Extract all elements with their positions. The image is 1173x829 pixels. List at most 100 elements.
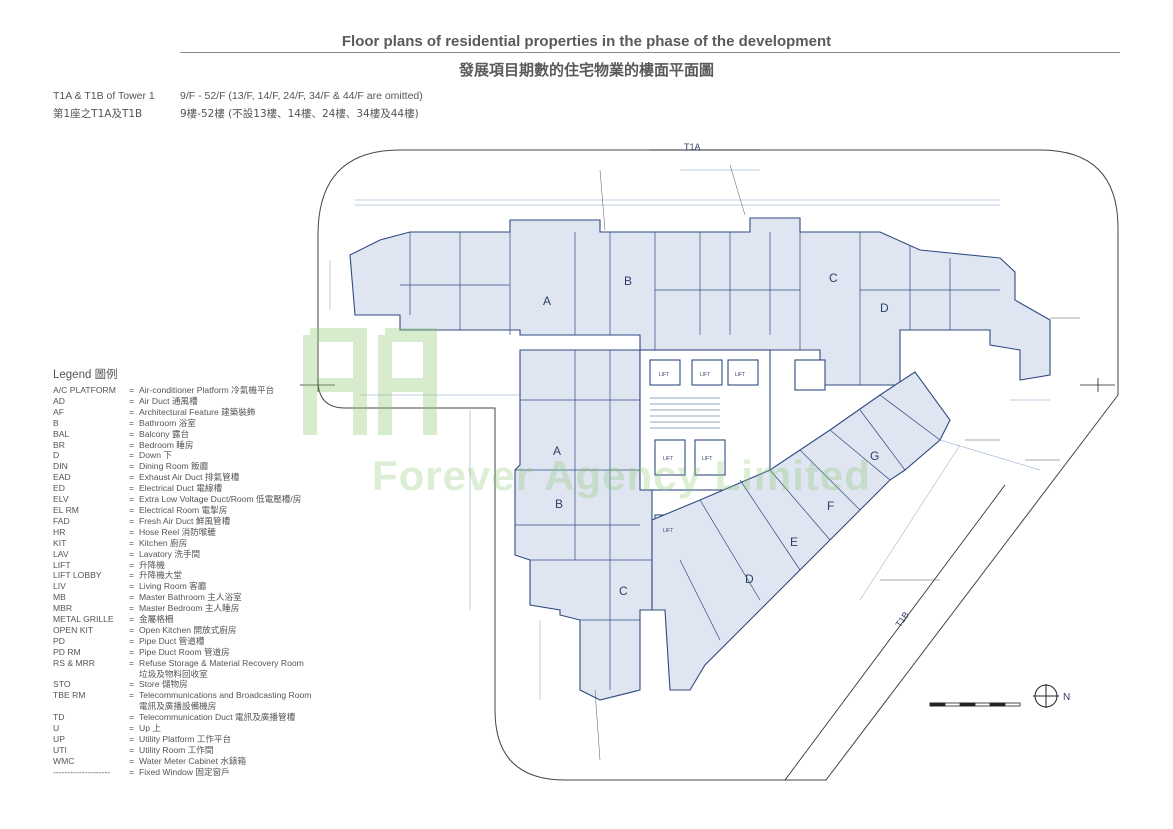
legend-abbreviation: OPEN KIT <box>53 624 94 635</box>
legend-equals: = <box>129 395 135 406</box>
legend-description: Refuse Storage & Material Recovery Room <box>139 657 304 668</box>
legend-row: 垃圾及物料回收室 <box>53 669 311 680</box>
legend-abbreviation: WMC <box>53 755 75 766</box>
legend-description: Extra Low Voltage Duct/Room 低電壓槽/房 <box>139 494 302 505</box>
tower-label-en: T1A & T1B of Tower 1 <box>53 90 155 102</box>
legend-abbreviation: MB <box>53 592 66 603</box>
legend-abbreviation: A/C PLATFORM <box>53 385 116 395</box>
legend-row: FAD=Fresh Air Duct 鮮風管槽 <box>53 516 311 527</box>
legend-equals: = <box>129 657 135 668</box>
floors-label-zh: 9樓-52樓 (不設13樓、14樓、24樓、34樓及44樓) <box>180 108 419 120</box>
legend-description: Kitchen 廚房 <box>139 537 188 548</box>
legend-equals: = <box>129 537 135 548</box>
legend-equals <box>129 701 139 712</box>
legend-equals: = <box>129 635 135 646</box>
unit-label-t1b-g: G <box>870 449 879 463</box>
legend-row: EAD=Exhaust Air Duct 排氣管槽 <box>53 472 311 483</box>
legend-row: AF=Architectural Feature 建築裝飾 <box>53 407 311 418</box>
legend-abbreviation: LIV <box>53 581 66 592</box>
legend-equals: = <box>129 559 135 570</box>
legend-row: B = Bathroom 浴室 <box>53 418 311 429</box>
legend-row: UP=Utility Platform 工作平台 <box>53 734 311 745</box>
legend-abbreviation: PD RM <box>53 646 81 657</box>
legend-description: Bathroom 浴室 <box>139 417 196 428</box>
legend-row: LIFT=升降機 <box>53 560 311 571</box>
legend-abbreviation: PD <box>53 635 65 646</box>
legend-abbreviation: -------------------- <box>53 766 111 777</box>
legend-row: UTI=Utility Room 工作間 <box>53 745 311 756</box>
legend-abbreviation: TBE RM <box>53 690 86 701</box>
legend-row: 電訊及廣播設備機房 <box>53 701 311 712</box>
legend-description: Fresh Air Duct 鮮風管槽 <box>139 515 231 526</box>
lift-label: LIFT <box>663 528 673 534</box>
legend-description: Pipe Duct Room 管道房 <box>139 646 230 657</box>
legend-equals: = <box>129 570 135 581</box>
lift-label: LIFT <box>659 372 669 378</box>
legend-row: MB=Master Bathroom 主人浴室 <box>53 592 311 603</box>
north-label: N <box>1063 692 1070 703</box>
page-title-chinese: 發展項目期數的住宅物業的樓面平面圖 <box>458 61 714 79</box>
legend-equals: = <box>129 755 135 766</box>
page-title: Floor plans of residential properties in… <box>341 33 832 50</box>
legend-description: Electrical Duct 電線槽 <box>139 483 223 494</box>
lift-label: LIFT <box>700 372 710 378</box>
legend-equals: = <box>129 417 135 428</box>
unit-label-t1b-b: B <box>555 497 563 511</box>
unit-label-t1b-f: F <box>827 499 834 513</box>
legend-row: A/C PLATFORM=Air-conditioner Platform 冷氣… <box>53 385 311 396</box>
legend-description: Exhaust Air Duct 排氣管槽 <box>139 472 240 483</box>
legend-abbreviation: HR <box>53 526 66 537</box>
legend-description: Utility Room 工作間 <box>139 744 214 755</box>
lift-label: LIFT <box>663 456 673 462</box>
legend-equals: = <box>129 494 135 505</box>
legend-description: 垃圾及物料回收室 <box>139 668 208 679</box>
legend-abbreviation: RS & MRR <box>53 657 96 668</box>
legend-row: EL RM=Electrical Room 電掣房 <box>53 505 311 516</box>
legend-row: AD = Air Duct 通風槽 <box>53 396 311 407</box>
legend-description: Master Bedroom 主人睡房 <box>139 603 240 614</box>
legend-abbreviation: FAD <box>53 515 70 526</box>
legend-abbreviation: U <box>53 723 60 734</box>
legend-row: --------------------=Fixed Window 固定窗戶 <box>53 767 311 778</box>
legend-row: WMC = Water Meter Cabinet 水錶箱 <box>53 756 311 767</box>
legend-abbreviation: METAL GRILLE <box>53 614 114 625</box>
legend-description: Water Meter Cabinet 水錶箱 <box>139 755 247 766</box>
unit-label-t1b-e: E <box>790 535 798 549</box>
legend-description: Up 上 <box>139 723 161 734</box>
legend-abbreviation <box>53 701 129 712</box>
legend-title: Legend 圖例 <box>53 369 118 381</box>
legend-equals: = <box>129 439 135 450</box>
section-marks <box>300 149 1115 781</box>
legend-row: HR=Hose Reel 消防喉轆 <box>53 527 311 538</box>
legend-abbreviation: EL RM <box>53 504 79 515</box>
legend-list: A/C PLATFORM=Air-conditioner Platform 冷氣… <box>53 385 311 778</box>
legend-equals: = <box>129 690 135 701</box>
legend-equals: = <box>129 723 135 734</box>
legend-description: Air Duct 通風槽 <box>139 395 198 406</box>
legend-description: Fixed Window 固定窗戶 <box>139 766 230 777</box>
unit-label-t1b-a: A <box>553 444 561 458</box>
legend-abbreviation: EAD <box>53 472 71 483</box>
legend-row: OPEN KIT=Open Kitchen 開放式廚房 <box>53 625 311 636</box>
legend-abbreviation: B <box>53 417 59 428</box>
legend-abbreviation: ELV <box>53 494 69 505</box>
watermark-text: Forever Agency Limited <box>372 452 871 499</box>
legend-description: 電訊及廣播設備機房 <box>139 701 217 712</box>
unit-label-t1b-c: C <box>619 584 628 598</box>
legend-equals: = <box>129 450 135 461</box>
legend-description: Telecommunication Duct 電訊及廣播管槽 <box>139 712 296 723</box>
legend-row: D=Down 下 <box>53 450 311 461</box>
legend-abbreviation: AD <box>53 395 65 406</box>
legend-equals: = <box>129 526 135 537</box>
legend-abbreviation: KIT <box>53 537 67 548</box>
legend-row: TBE RM=Telecommunications and Broadcasti… <box>53 690 311 701</box>
legend-row: BR=Bedroom 睡房 <box>53 440 311 451</box>
legend-row: KIT = Kitchen 廚房 <box>53 538 311 549</box>
legend-equals: = <box>129 712 135 723</box>
legend-equals: = <box>129 461 135 472</box>
lift-label: LIFT <box>702 456 712 462</box>
legend-description: Electrical Room 電掣房 <box>139 504 228 515</box>
floors-label-en: 9/F - 52/F (13/F, 14/F, 24/F, 34/F & 44/… <box>180 90 423 102</box>
legend-equals: = <box>129 624 135 635</box>
